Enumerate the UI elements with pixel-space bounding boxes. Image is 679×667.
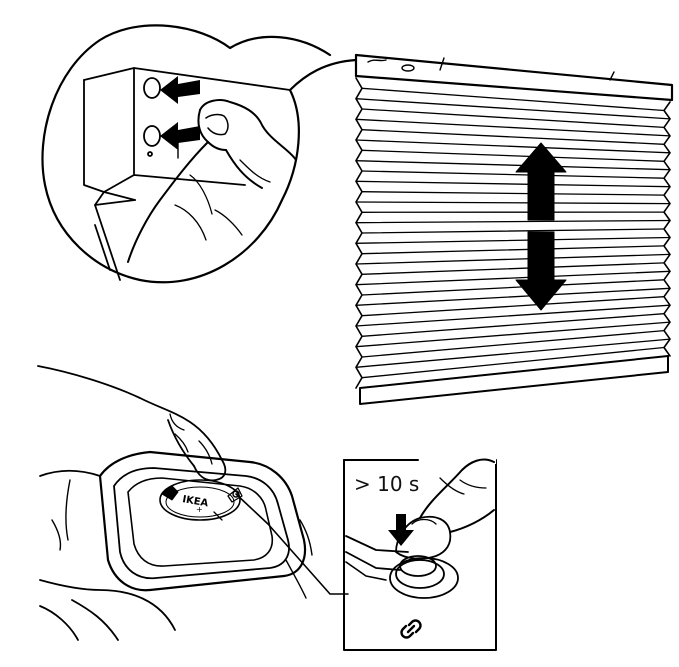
pleat-fold <box>362 109 664 127</box>
pleat-fold <box>356 161 670 170</box>
magnified-inset <box>42 25 356 282</box>
pairing-link-icon <box>396 614 426 644</box>
pleat-fold <box>362 246 664 254</box>
pleat-fold <box>356 288 670 305</box>
pleated-blind <box>356 55 672 404</box>
pleat-fold <box>362 263 664 274</box>
pleat-fold <box>362 171 664 178</box>
pleat-fold <box>356 221 670 223</box>
pleat-fold <box>362 229 664 233</box>
hold-duration-label: > 10 s <box>354 472 419 496</box>
pleat-fold <box>356 254 670 264</box>
pleat-fold <box>356 202 670 204</box>
arrow-left-icon <box>160 76 200 150</box>
pleat-fold <box>356 119 670 136</box>
pleat-fold <box>356 99 670 119</box>
pleat-fold <box>356 181 670 186</box>
pleat-fold <box>356 238 670 244</box>
hand-holding-remote: IKEA + <box>38 366 348 640</box>
pleat-fold <box>362 88 664 110</box>
pleat-fold <box>356 305 670 326</box>
pleat-fold <box>362 150 664 161</box>
pleat-fold <box>362 314 664 337</box>
pleat-fold <box>362 297 664 316</box>
arrow-up-down-icon <box>516 143 566 310</box>
inset-finger <box>128 100 296 262</box>
pleat-fold <box>362 192 664 195</box>
arrow-down-icon <box>388 514 414 546</box>
inset-device <box>84 68 290 280</box>
svg-text:+: + <box>196 505 203 514</box>
